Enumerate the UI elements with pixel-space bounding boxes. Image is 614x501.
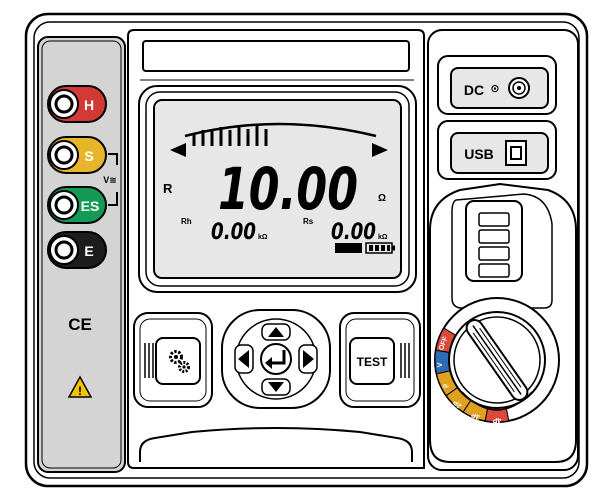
dial-position-label: 2P	[452, 398, 463, 409]
terminal-h-label: H	[84, 97, 94, 113]
voltage-bracket-bottom	[108, 192, 118, 206]
dc-jack-ring	[512, 81, 526, 95]
lcd-sub1-unit: kΩ	[258, 234, 268, 241]
terminal-s[interactable]: S	[47, 136, 107, 174]
nav-left-button[interactable]	[234, 344, 254, 374]
warning-icon	[67, 375, 93, 398]
terminal-h-pin	[54, 94, 74, 114]
voltage-note: V≅	[103, 175, 117, 185]
center-panel	[127, 29, 425, 469]
enter-icon	[270, 350, 286, 365]
terminal-e[interactable]: E	[47, 231, 107, 269]
nav-up-button[interactable]	[261, 323, 291, 341]
bargraph-arc	[184, 122, 377, 138]
arrow-down-icon	[268, 382, 284, 392]
dial-lower-arc	[461, 391, 533, 411]
terminal-e-pin	[54, 240, 74, 260]
test-button-label: TEST	[357, 355, 388, 369]
bottom-grip	[139, 427, 413, 462]
ce-mark: CE	[68, 315, 92, 334]
dial-position-label: 4P	[492, 416, 501, 423]
dial-position-label: 3P	[470, 410, 481, 420]
lcd-sub1-value: 0.00	[211, 220, 256, 245]
bargraph-ticks	[192, 125, 268, 146]
lanyard-clip	[465, 200, 523, 282]
lcd-sub2-value: 0.00	[331, 220, 376, 245]
test-button[interactable]: TEST	[339, 312, 421, 408]
lcd-status-block	[335, 243, 362, 253]
enter-icon-arrow	[265, 357, 272, 369]
rotary-dial[interactable]: OFF Vρ 2P 3P 4P	[434, 297, 560, 423]
lcd-sub2-label: Rs	[303, 217, 314, 226]
usb-port[interactable]: USB	[437, 120, 557, 180]
test-button-grip	[400, 343, 410, 378]
dial-position-label: V	[437, 362, 444, 367]
dc-port[interactable]: DC ⊙	[437, 55, 557, 115]
settings-button-grip	[144, 343, 154, 378]
lcd-sub1-label: Rh	[181, 217, 192, 226]
lcd-sub2-unit: kΩ	[378, 234, 388, 241]
terminal-es-label: ES	[81, 198, 100, 214]
dial-position-label: OFF	[438, 335, 450, 351]
dial-knob	[465, 319, 529, 401]
arrow-right-icon	[303, 350, 314, 368]
bargraph-left-arrow	[170, 143, 186, 157]
arrow-up-icon	[268, 327, 284, 337]
bargraph-right-arrow	[372, 143, 388, 157]
dial-face-ring	[453, 316, 541, 404]
battery-icon	[365, 242, 395, 254]
terminal-h[interactable]: H	[47, 85, 107, 123]
lcd-screen	[153, 99, 402, 279]
dc-jack-pin	[517, 86, 521, 90]
voltage-bracket-top	[108, 153, 118, 165]
lcd-mode-label: R	[163, 181, 173, 196]
lcd-main-value: 10.00	[218, 155, 358, 223]
dial-position-1[interactable]	[434, 349, 451, 375]
usb-port-label: USB	[464, 146, 494, 162]
terminal-es-pin	[54, 195, 74, 215]
usb-socket-tongue	[510, 146, 522, 160]
settings-button[interactable]	[133, 312, 213, 408]
arrow-left-icon	[238, 350, 249, 368]
terminal-panel-inner	[41, 40, 122, 469]
nav-enter-button[interactable]	[260, 343, 292, 375]
dc-polarity-icon: ⊙	[490, 83, 499, 95]
nav-right-button[interactable]	[298, 344, 318, 374]
terminal-s-pin	[54, 145, 74, 165]
top-grip-slot	[142, 40, 410, 72]
gear-icon	[169, 350, 190, 373]
lcd-main-unit: Ω	[378, 193, 386, 204]
terminal-e-label: E	[84, 243, 93, 259]
dial-position-label: ρ	[441, 382, 449, 389]
warning-icon-mark: !	[78, 384, 82, 398]
usb-socket	[505, 140, 527, 166]
terminal-s-label: S	[84, 148, 93, 164]
nav-down-button[interactable]	[261, 378, 291, 396]
dial-housing-top	[451, 193, 553, 309]
dc-port-label: DC	[464, 82, 484, 98]
terminal-es[interactable]: ES	[47, 186, 107, 224]
